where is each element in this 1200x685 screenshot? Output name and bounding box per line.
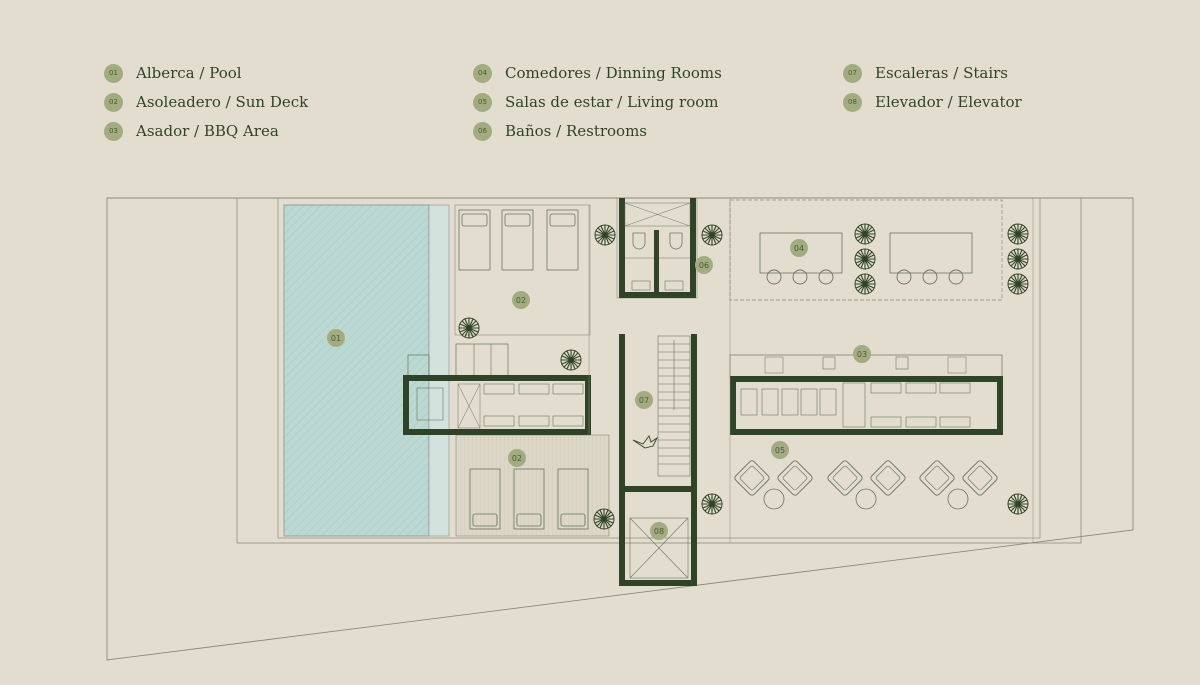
svg-text:02: 02 <box>516 296 526 305</box>
legend-label: Asoleadero / Sun Deck <box>136 93 309 111</box>
svg-text:04: 04 <box>794 244 804 253</box>
svg-text:07: 07 <box>639 396 649 405</box>
legend-label: Alberca / Pool <box>136 64 242 82</box>
legend-label: Escaleras / Stairs <box>875 64 1008 82</box>
legend-badge: 06 <box>473 121 492 141</box>
legend-badge: 05 <box>473 92 492 112</box>
legend-label: Salas de estar / Living room <box>505 93 719 111</box>
legend-label: Baños / Restrooms <box>505 122 647 140</box>
badge-sundeck-upper: 02 <box>512 291 530 309</box>
legend-item-pool: 01 Alberca / Pool <box>104 62 242 84</box>
badge-sundeck-lower: 02 <box>508 449 526 467</box>
svg-text:03: 03 <box>857 350 867 359</box>
legend-label: Elevador / Elevator <box>875 93 1022 111</box>
right-wall-block <box>730 376 1003 435</box>
toilet-icon <box>669 232 683 250</box>
legend-item-restrooms: 06 Baños / Restrooms <box>473 120 647 142</box>
legend-label: Comedores / Dinning Rooms <box>505 64 722 82</box>
svg-text:08: 08 <box>654 527 664 536</box>
badge-living: 05 <box>771 441 789 459</box>
legend-badge: 04 <box>473 63 492 83</box>
steps-small <box>455 343 509 377</box>
legend-badge: 07 <box>843 63 862 83</box>
pool <box>283 204 430 537</box>
svg-text:06: 06 <box>699 261 709 270</box>
legend-item-sun-deck: 02 Asoleadero / Sun Deck <box>104 91 308 113</box>
sun-deck-lower <box>455 434 610 537</box>
badge-dining: 04 <box>790 239 808 257</box>
badge-pool: 01 <box>327 329 345 347</box>
legend-badge: 02 <box>104 92 123 112</box>
legend-badge: 01 <box>104 63 123 83</box>
legend-item-stairs: 07 Escaleras / Stairs <box>843 62 1008 84</box>
legend-item-elevator: 08 Elevador / Elevator <box>843 91 1022 113</box>
left-wall-block <box>403 375 591 435</box>
pool-edge <box>428 204 450 537</box>
svg-text:05: 05 <box>775 446 785 455</box>
badge-bbq: 03 <box>853 345 871 363</box>
legend: 01 Alberca / Pool 02 Asoleadero / Sun De… <box>0 62 1200 152</box>
legend-badge: 03 <box>104 121 123 141</box>
elevator <box>629 517 689 579</box>
legend-item-living: 05 Salas de estar / Living room <box>473 91 719 113</box>
plant-icon <box>632 435 659 449</box>
sun-deck-upper <box>454 204 591 336</box>
svg-text:01: 01 <box>331 334 341 343</box>
svg-text:02: 02 <box>512 454 522 463</box>
badge-elevator: 08 <box>650 522 668 540</box>
toilet-icon <box>632 232 646 250</box>
badge-restrooms: 06 <box>695 256 713 274</box>
stairs <box>657 335 691 477</box>
legend-item-bbq: 03 Asador / BBQ Area <box>104 120 279 142</box>
legend-badge: 08 <box>843 92 862 112</box>
badge-stairs: 07 <box>635 391 653 409</box>
legend-label: Asador / BBQ Area <box>136 122 279 140</box>
legend-item-dining: 04 Comedores / Dinning Rooms <box>473 62 722 84</box>
